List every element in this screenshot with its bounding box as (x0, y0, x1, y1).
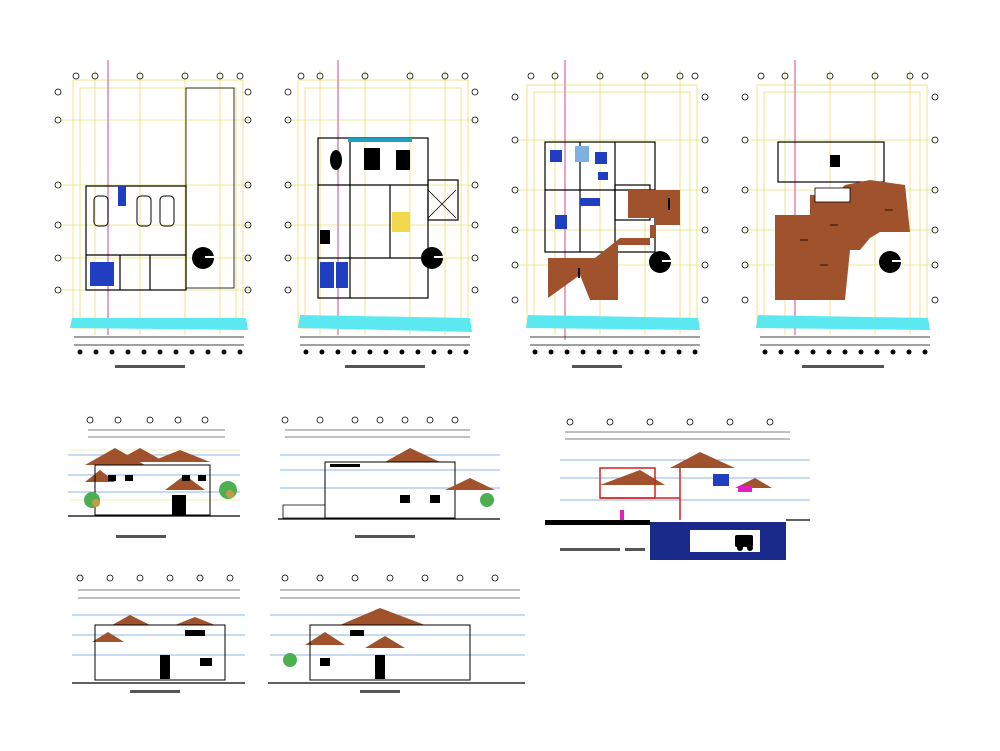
ground-strip (70, 318, 248, 330)
dim-circles-top-1 (54, 72, 252, 294)
elevation-front (68, 416, 240, 538)
elevation-rear (72, 574, 245, 693)
plan-title-bar (115, 365, 185, 368)
north-arrow-icon (879, 251, 901, 273)
north-arrow-icon (649, 251, 671, 273)
building-section (545, 418, 810, 560)
north-arrow-icon (192, 247, 214, 269)
north-arrow-icon (421, 247, 443, 269)
floor-plan-2 (284, 60, 479, 368)
floor-plan-1 (54, 60, 252, 368)
tree-icon (84, 481, 237, 508)
elevation-side (278, 416, 500, 538)
floor-plan-3 (511, 60, 709, 368)
elevation-left (268, 574, 525, 693)
roof-overhang-3 (548, 190, 680, 300)
car-icons (93, 195, 175, 227)
floor-plan-4 (741, 60, 939, 368)
roof-area-4 (775, 180, 910, 300)
